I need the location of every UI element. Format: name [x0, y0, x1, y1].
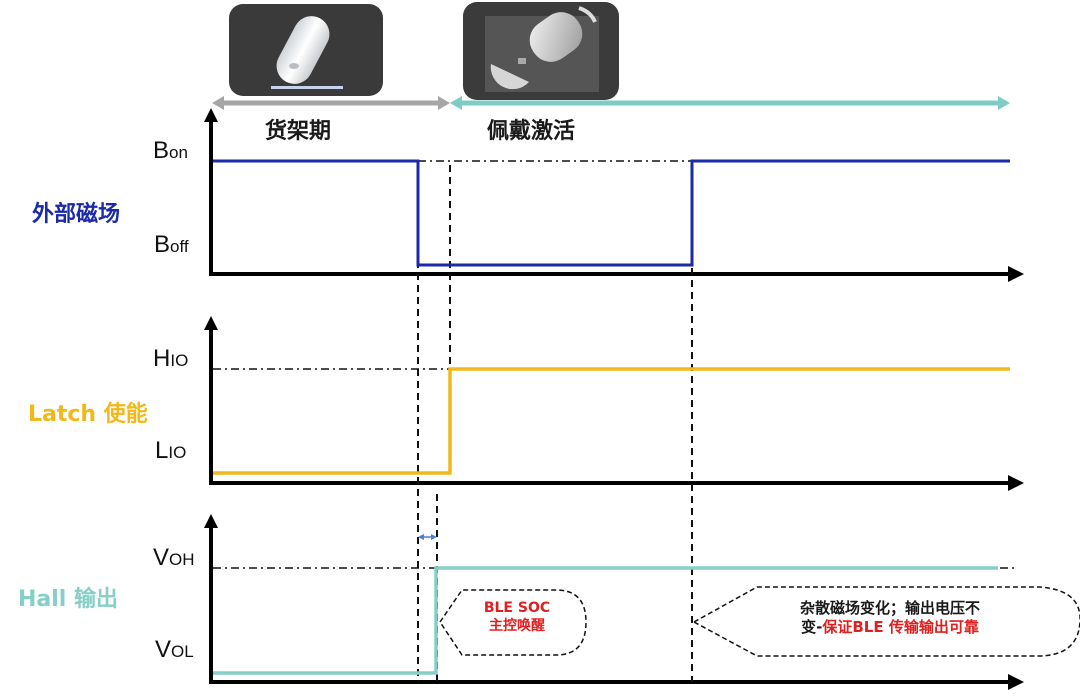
hall-output-label: Hall 输出	[18, 587, 118, 612]
axis-magnetic	[204, 108, 1024, 282]
wear-phase-label: 佩戴激活	[487, 119, 576, 144]
stable-output-callout-shape	[692, 586, 1080, 657]
wakeup-callout-text: BLE SOC 主控唤醒	[462, 600, 572, 635]
v-oh-label: VOH	[153, 544, 195, 571]
stable-output-callout-text: 杂散磁场变化；输出电压不 变-保证BLE 传输输出可靠	[750, 599, 1030, 637]
hall-output-waveform	[213, 566, 998, 675]
axis-latch	[204, 316, 1024, 491]
stable-line1: 杂散磁场变化；输出电压不	[799, 599, 980, 617]
shelf-device-image	[229, 4, 383, 96]
h-io-label: HIO	[153, 345, 189, 372]
latch-enable-waveform	[213, 367, 1010, 475]
axis-hall	[204, 514, 1024, 690]
b-on-label: Bon	[153, 137, 188, 164]
stable-line2-prefix: 变-	[801, 617, 823, 636]
b-off-label: Boff	[154, 231, 189, 258]
shelf-phase-label: 货架期	[265, 119, 332, 144]
wakeup-line1: BLE SOC	[483, 600, 551, 616]
delay-arrow	[418, 534, 437, 540]
magnetic-field-waveform	[213, 159, 1010, 267]
stable-line2-highlight: 保证BLE 传输输出可靠	[822, 617, 979, 636]
wear-phase-arrow	[450, 96, 1010, 110]
v-ol-label: VOL	[155, 636, 194, 663]
shelf-phase-arrow	[212, 96, 450, 110]
reference-lines	[213, 160, 1014, 569]
wear-device-image	[463, 2, 619, 100]
closed-capsule-device-icon	[271, 16, 343, 89]
magnetic-field-label: 外部磁场	[32, 202, 121, 227]
wakeup-line2: 主控唤醒	[489, 617, 545, 634]
latch-enable-label: Latch 使能	[28, 402, 148, 427]
open-capsule-device-icon	[485, 6, 599, 92]
l-io-label: LIO	[155, 437, 187, 464]
wakeup-callout-shape	[439, 589, 587, 656]
